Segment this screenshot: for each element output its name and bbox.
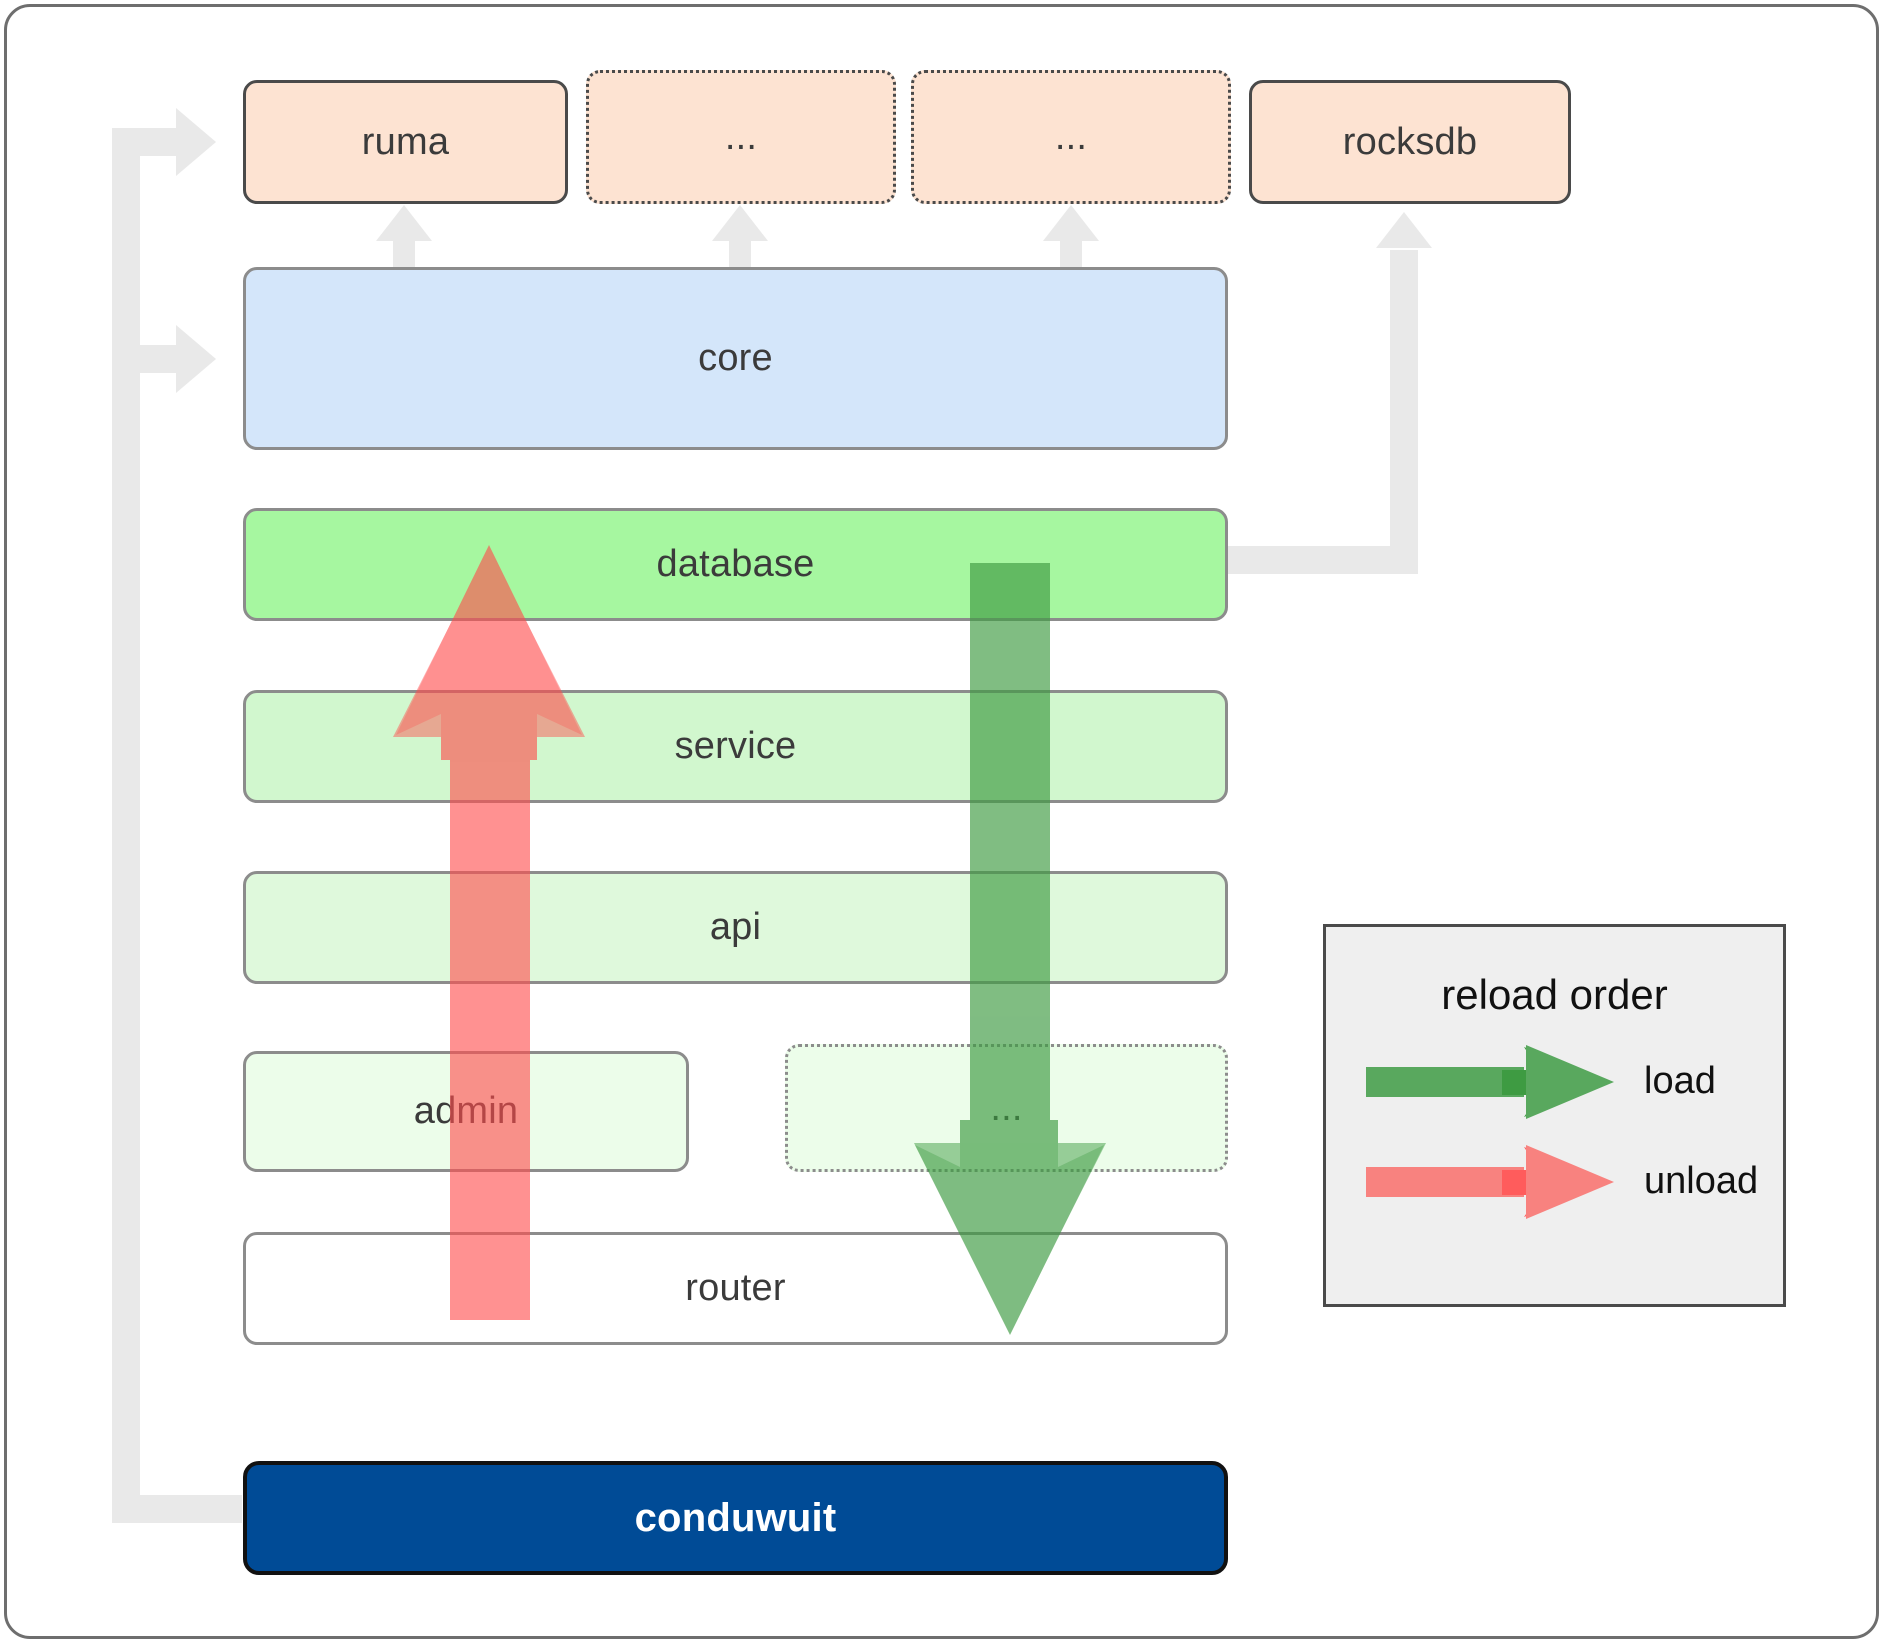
node-admin-label: admin <box>413 1090 519 1132</box>
node-dots-admin-row-label: ... <box>990 1086 1023 1129</box>
node-conduwuit[interactable]: conduwuit <box>243 1461 1228 1575</box>
node-core-label: core <box>698 337 773 379</box>
legend-title: reload order <box>1441 971 1668 1018</box>
connector-db-right-horizontal <box>1228 546 1418 574</box>
diagram-frame <box>4 4 1879 1639</box>
connector-left-trunk <box>112 128 140 1523</box>
legend-unload-arrow <box>1366 1145 1614 1219</box>
node-api[interactable]: api <box>243 871 1228 984</box>
legend-box: reload order load unload <box>1323 924 1786 1307</box>
legend-label-load: load <box>1644 1060 1716 1102</box>
node-core[interactable]: core <box>243 267 1228 450</box>
node-database[interactable]: database <box>243 508 1228 621</box>
connector-to-conduwuit <box>112 1495 242 1523</box>
node-rocksdb[interactable]: rocksdb <box>1249 80 1571 204</box>
arrow-core-to-dots1-stem <box>729 232 751 272</box>
node-ruma-label: ruma <box>361 120 450 163</box>
node-dots-top-1[interactable]: ... <box>586 70 896 204</box>
node-api-label: api <box>709 906 762 948</box>
node-service-label: service <box>674 725 797 767</box>
connector-to-ruma-stem <box>112 128 180 156</box>
node-conduwuit-label: conduwuit <box>634 1495 837 1540</box>
connector-db-right-vertical <box>1390 250 1418 570</box>
node-ruma[interactable]: ruma <box>243 80 568 204</box>
arrow-core-to-ruma-head <box>376 205 432 241</box>
connector-to-core-arrow <box>176 325 216 393</box>
connector-to-core-stem <box>112 345 180 373</box>
arrow-core-to-dots2-head <box>1043 205 1099 241</box>
node-router-label: router <box>685 1267 786 1309</box>
node-dots-top-2-label: ... <box>1054 115 1088 158</box>
node-dots-admin-row[interactable]: ... <box>785 1044 1228 1172</box>
node-router[interactable]: router <box>243 1232 1228 1345</box>
connector-to-ruma-arrow <box>176 108 216 176</box>
node-rocksdb-label: rocksdb <box>1342 120 1478 163</box>
node-dots-top-2[interactable]: ... <box>911 70 1231 204</box>
arrow-core-to-dots1-head <box>712 205 768 241</box>
node-service[interactable]: service <box>243 690 1228 803</box>
node-database-label: database <box>656 543 815 585</box>
connector-to-rocksdb-arrow <box>1376 212 1432 248</box>
legend-load-arrow <box>1366 1045 1614 1119</box>
node-dots-top-1-label: ... <box>724 115 758 158</box>
arrow-core-to-dots2-stem <box>1060 232 1082 272</box>
arrow-core-to-ruma-stem <box>393 232 415 272</box>
legend-label-unload: unload <box>1644 1160 1759 1202</box>
node-admin[interactable]: admin <box>243 1051 689 1172</box>
